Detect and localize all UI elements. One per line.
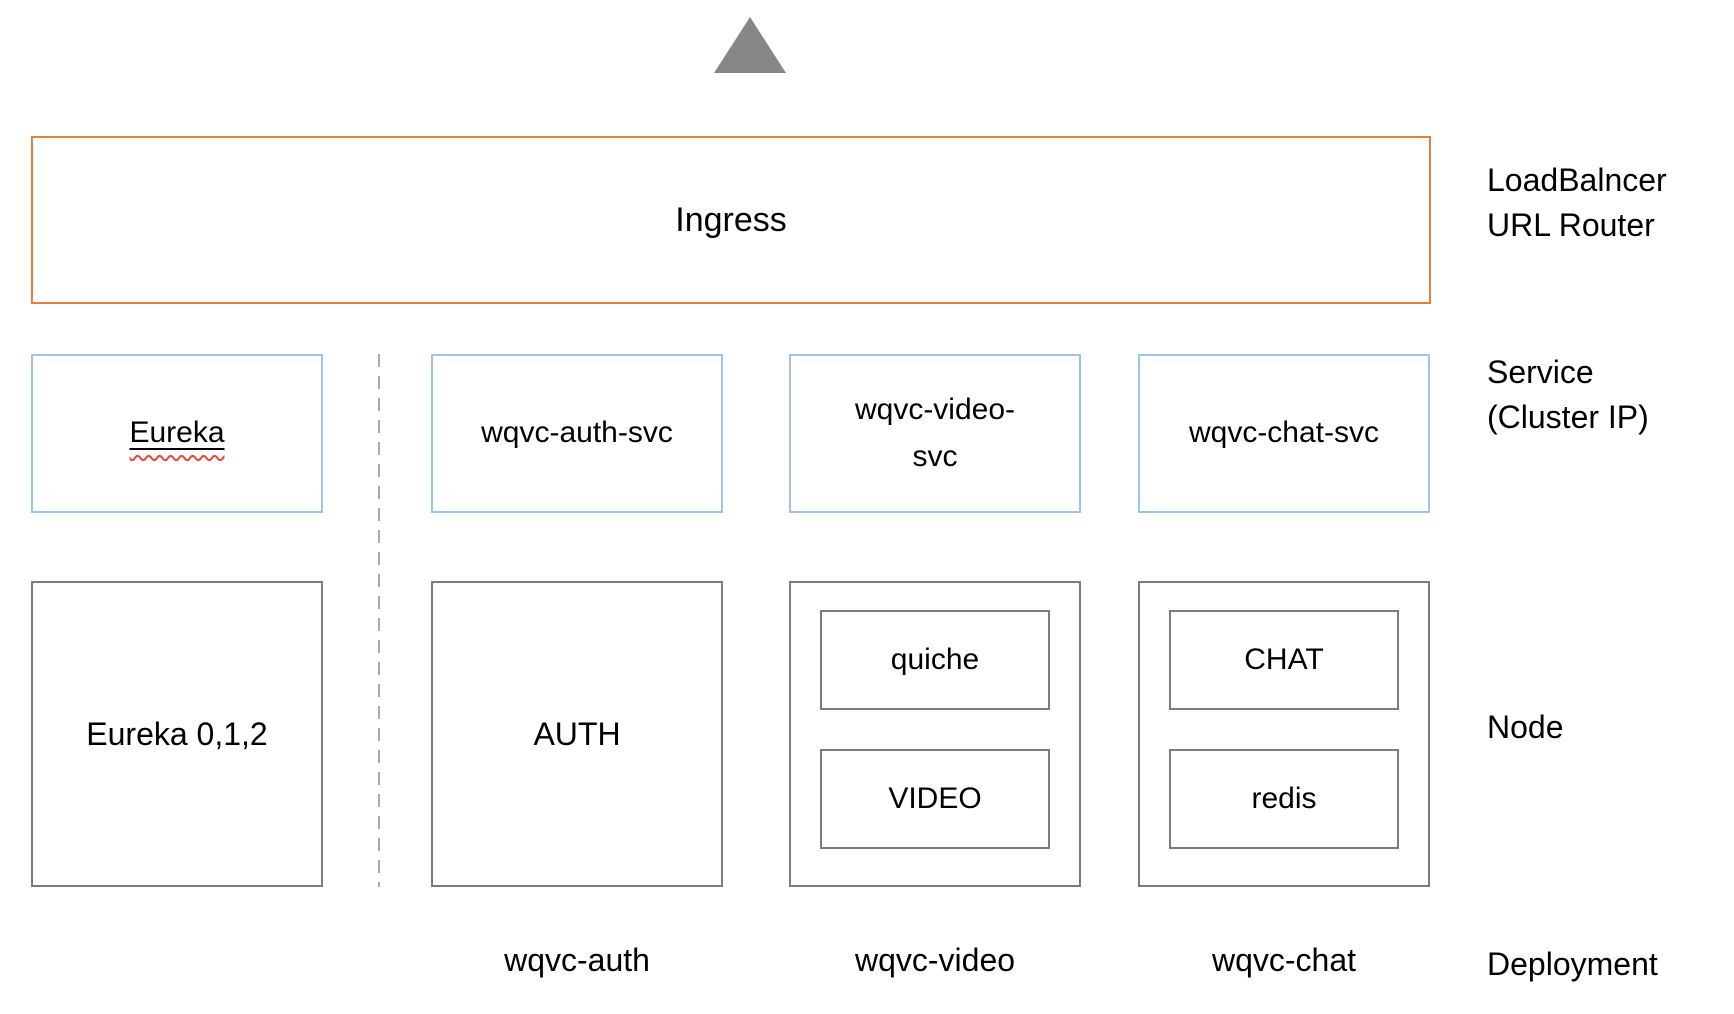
node-box-chat: CHAT redis xyxy=(1138,581,1430,887)
service-label-video: wqvc-video- svc xyxy=(854,393,1016,473)
ingress-label: Ingress xyxy=(675,200,787,239)
pod-label-redis: redis xyxy=(1251,782,1317,815)
pod-box-video: VIDEO xyxy=(820,749,1050,849)
deployment-label-chat: wqvc-chat xyxy=(1211,942,1357,978)
service-label-auth: wqvc-auth-svc xyxy=(481,416,673,450)
tier-label-service: Service (Cluster IP) xyxy=(1487,354,1649,435)
service-label-eureka: Eureka xyxy=(129,416,225,450)
pod-label-video: VIDEO xyxy=(888,782,982,815)
deployment-label-video: wqvc-video xyxy=(854,942,1016,978)
node-box-video: quiche VIDEO xyxy=(789,581,1081,887)
eureka-underline: Eureka xyxy=(129,410,224,457)
tier-label-loadbalancer: LoadBalncer URL Router xyxy=(1487,162,1667,243)
pod-box-chat: CHAT xyxy=(1169,610,1399,710)
pod-box-quiche: quiche xyxy=(820,610,1050,710)
service-box-eureka: Eureka xyxy=(31,354,323,513)
service-box-video: wqvc-video- svc xyxy=(789,354,1081,513)
node-box-auth: AUTH xyxy=(431,581,723,887)
pod-box-redis: redis xyxy=(1169,749,1399,849)
service-box-auth: wqvc-auth-svc xyxy=(431,354,723,513)
up-arrow-icon xyxy=(714,17,786,73)
node-box-eureka: Eureka 0,1,2 xyxy=(31,581,323,887)
tier-label-deployment: Deployment xyxy=(1487,946,1658,982)
deployment-label-auth: wqvc-auth xyxy=(504,942,650,978)
tier-label-node: Node xyxy=(1487,709,1564,745)
service-box-chat: wqvc-chat-svc xyxy=(1138,354,1430,513)
node-label-auth: AUTH xyxy=(533,715,621,752)
node-label-eureka: Eureka 0,1,2 xyxy=(86,715,268,752)
ingress-box: Ingress xyxy=(31,136,1431,304)
pod-label-chat: CHAT xyxy=(1244,643,1324,676)
pod-label-quiche: quiche xyxy=(890,643,980,676)
service-label-chat: wqvc-chat-svc xyxy=(1188,416,1380,450)
dashed-divider xyxy=(378,354,380,887)
